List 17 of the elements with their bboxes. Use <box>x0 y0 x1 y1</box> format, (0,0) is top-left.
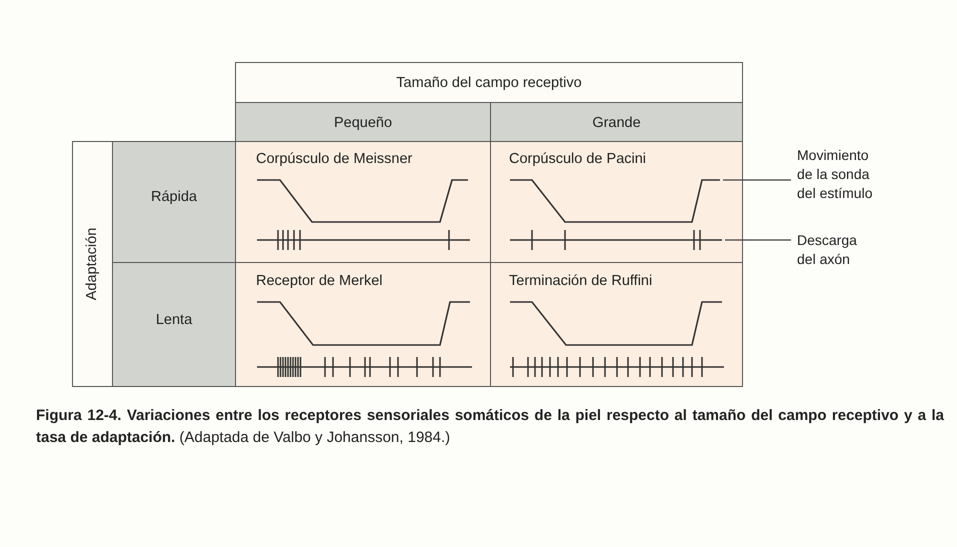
annotation-label: Descarga del axón <box>797 231 869 269</box>
column-header: Tamaño del campo receptivo <box>396 74 582 92</box>
leader-line <box>723 179 791 181</box>
receptor-name: Terminación de Ruffini <box>509 272 652 290</box>
column-header: Pequeño <box>334 114 392 132</box>
row-header: Rápida <box>151 188 197 206</box>
receptor-name: Receptor de Merkel <box>256 272 383 290</box>
receptor-name: Corpúsculo de Meissner <box>256 150 412 168</box>
column-header: Grande <box>592 114 641 132</box>
leader-line <box>725 239 791 241</box>
receptor-name: Corpúsculo de Pacini <box>509 150 646 168</box>
row-header: Lenta <box>156 310 192 328</box>
stimulus-trace <box>510 179 720 223</box>
annotation-label: Movimiento de la sonda del estímulo <box>797 146 883 203</box>
figure-caption: Figura 12-4. Variaciones entre los receptores sensoriales somáticos de la piel respecto al tamaño del campo receptivo y a la tasa de adaptación. (Adaptada de Valbo y Johansson, 1984.) <box>36 406 944 448</box>
row-header: Adaptación <box>83 228 101 300</box>
spike-train <box>510 230 722 250</box>
